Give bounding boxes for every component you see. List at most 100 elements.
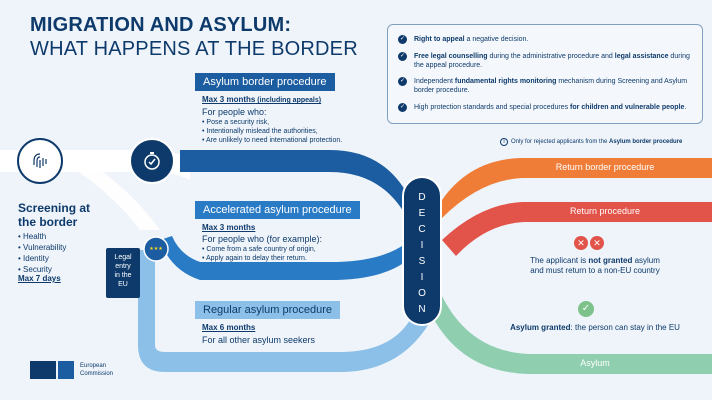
check-icon: ✓ (398, 35, 407, 44)
list-item: Apply again to delay their return. (202, 254, 322, 263)
info-bold: fundamental rights monitoring (454, 78, 557, 85)
screening-title-line: the border (18, 215, 78, 229)
asylum-band (432, 296, 712, 374)
legal-entry-line: in the (114, 272, 132, 279)
legal-entry-line: EU (118, 281, 128, 288)
list-item: Come from a safe country of origin, (202, 245, 322, 254)
screening-title-line: Screening at (18, 201, 91, 215)
decision-letter: C (418, 224, 426, 235)
decision-letter: O (418, 288, 426, 299)
info-text: High protection standards and special pr… (414, 104, 571, 111)
eu-circle (143, 236, 169, 262)
granted-bold: Asylum granted (510, 323, 571, 332)
info-text: a negative decision. (464, 36, 529, 43)
max-text: Max 3 months (202, 95, 256, 104)
check-icon: ✓ (398, 52, 407, 61)
page-subtitle: WHAT HAPPENS AT THE BORDER (30, 38, 358, 60)
eu-flag-icon (58, 361, 74, 379)
not-granted-text: The applicant is not granted asylum and … (500, 256, 690, 276)
accelerated-procedure-header: Accelerated asylum procedure (195, 201, 360, 219)
info-bold: Right to appeal (414, 36, 465, 43)
list-item: Are unlikely to need international prote… (202, 136, 342, 145)
info-text: during the administrative procedure and (487, 53, 615, 60)
screening-list: Health Vulnerability Identity Security (18, 231, 66, 275)
info-text: mechanism during Screening and Asylum bo… (414, 78, 688, 94)
logo-line: European (80, 363, 107, 369)
entry-flow-lower (60, 156, 160, 230)
legal-entry-line: Legal (114, 254, 132, 261)
note-bold: Asylum border procedure (609, 139, 683, 145)
eu-stars-icon: ★★★ (149, 246, 163, 252)
info-item: ✓ Right to appeal a negative decision. (398, 35, 694, 44)
asylum-granted-text: Asylum granted: the person can stay in t… (480, 323, 710, 332)
return-border-procedure-label: Return border procedure (555, 162, 655, 172)
note-text: Only for rejected applicants from the (511, 139, 610, 145)
not-granted-bold: not granted (588, 256, 633, 265)
ec-building-icon (30, 361, 56, 379)
border-procedure-for: For people who: (202, 107, 267, 117)
not-granted-pre: The applicant is (530, 256, 589, 265)
list-item: Health (18, 231, 66, 242)
fingerprint-icon (30, 151, 50, 171)
list-item: Vulnerability (18, 242, 66, 253)
info-item: ✓ High protection standards and special … (398, 103, 694, 112)
not-granted-mid: asylum (632, 256, 660, 265)
regular-procedure-max: Max 6 months (202, 323, 256, 332)
regular-procedure-for: For all other asylum seekers (202, 335, 316, 345)
not-granted-line2: and must return to a non-EU country (530, 266, 660, 275)
border-procedure-list: Pose a security risk, Intentionally misl… (202, 118, 342, 145)
screening-title: Screening at the border (18, 201, 90, 229)
x-icon: ✕ (590, 236, 604, 250)
asylum-label: Asylum (580, 358, 610, 368)
accelerated-procedure-for: For people who (for example): (202, 234, 323, 244)
screening-max: Max 7 days (18, 274, 61, 283)
max-note: (including appeals) (255, 97, 322, 104)
info-item: ✓ Free legal counselling during the admi… (398, 52, 694, 70)
list-item: Security (18, 264, 66, 275)
check-icon: ✓ (398, 77, 407, 86)
info-item: ✓ Independent fundamental rights monitor… (398, 77, 694, 95)
decision-letter: N (418, 304, 426, 315)
info-text: . (684, 104, 687, 111)
accelerated-band (160, 236, 405, 280)
logo-line: Commission (80, 371, 114, 377)
rights-info-box: ✓ Right to appeal a negative decision. ✓… (387, 24, 703, 124)
return-procedure-label: Return procedure (569, 206, 641, 216)
decision-letter: I (420, 240, 424, 251)
check-circle-icon: ✓ (578, 301, 594, 317)
stopwatch-circle (129, 138, 175, 184)
list-item: Pose a security risk, (202, 118, 342, 127)
return-band (442, 202, 712, 256)
legal-entry-line: entry (115, 263, 131, 270)
logo-text: European Commission (80, 362, 113, 378)
decision-letter: E (418, 208, 426, 219)
border-procedure-header: Asylum border procedure (195, 73, 335, 91)
decision-letter: I (420, 272, 424, 283)
border-procedure-details: Max 3 months (including appeals) For peo… (202, 95, 342, 145)
x-icon: ✕ (574, 236, 588, 250)
list-item: Identity (18, 253, 66, 264)
check-icon: ✓ (398, 103, 407, 112)
border-procedure-max: Max 3 months (including appeals) (202, 95, 342, 104)
accelerated-procedure-list: Come from a safe country of origin, Appl… (202, 245, 322, 263)
page-title: MIGRATION AND ASYLUM: (30, 14, 292, 36)
regular-procedure-details: Max 6 months For all other asylum seeker… (202, 323, 315, 345)
european-commission-logo: European Commission (24, 358, 124, 382)
info-bold: Free legal counselling (414, 53, 488, 60)
info-icon: i (500, 138, 508, 146)
decision-letter: S (418, 256, 426, 267)
list-item: Intentionally mislead the authorities, (202, 127, 342, 136)
accelerated-procedure-max: Max 3 months (202, 223, 256, 232)
decision-node: D E C I S I O N (402, 176, 442, 326)
info-text: Independent (414, 78, 455, 85)
decision-letter: D (418, 192, 426, 203)
legal-entry-box: Legal entry in the EU (106, 248, 140, 298)
info-bold: legal assistance (614, 53, 669, 60)
return-border-band (442, 158, 712, 218)
border-band (180, 150, 405, 214)
info-bold: for children and vulnerable people (570, 104, 685, 111)
stopwatch-icon (141, 150, 163, 172)
regular-procedure-header: Regular asylum procedure (195, 301, 341, 319)
